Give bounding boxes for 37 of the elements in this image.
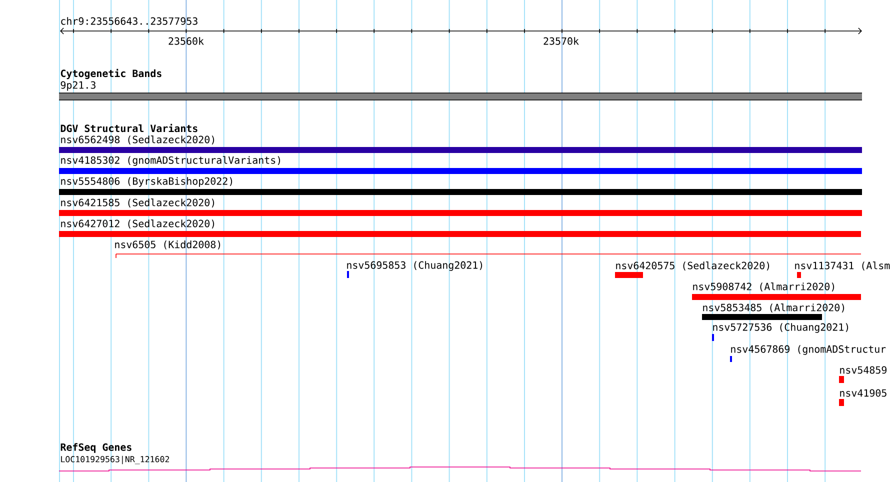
node-label: nsv5908742 (Almarri2020): [693, 282, 834, 292]
node-label: nsv6427012 (Sedlazeck2020): [61, 220, 214, 228]
variant-feature: nsv54859: [839, 366, 886, 383]
node-label: nsv41905: [840, 389, 886, 397]
node-label: nsv54859: [840, 366, 887, 374]
variant-feature: nsv41905: [839, 389, 886, 406]
node-label: nsv6562498 (Sedlazeck2020): [61, 136, 214, 144]
variant-feature: nsv5554806 (ByrskaBishop2022): [59, 177, 862, 195]
node-label: nsv5853485 (Almarri2020): [703, 304, 844, 312]
cytoband: 9p21.3: [58, 81, 862, 100]
variant-feature: nsv6562498 (Sedlazeck2020): [59, 136, 862, 153]
variant-feature: nsv4567869 (gnomADStructur: [730, 345, 886, 362]
node-label: nsv5554806 (ByrskaBishop2022): [61, 177, 232, 187]
node-label: nsv4567869 (gnomADStructur: [731, 345, 886, 355]
variant-feature: nsv6421585 (Sedlazeck2020): [59, 198, 862, 216]
variant-feature: nsv5727536 (Chuang2021): [712, 323, 848, 341]
node-label: nsv5695853 (Chuang2021): [347, 261, 482, 271]
tick-label: 23570k: [544, 37, 579, 45]
node-label: nsv4185302 (gnomADStructuralVariants): [61, 156, 280, 166]
node-label: 9p21.3: [60, 81, 96, 91]
variant-feature: nsv6420575 (Sedlazeck2020): [615, 262, 770, 278]
coordinate-label: chr9:23556643..23577953: [61, 17, 198, 25]
node-label: nsv5727536 (Chuang2021): [713, 323, 848, 333]
variant-feature: nsv6427012 (Sedlazeck2020): [59, 220, 861, 237]
gene-model: LOC101929563|NR_121602: [58, 456, 862, 472]
variant-feature: nsv5908742 (Almarri2020): [692, 282, 861, 300]
track-title: Cytogenetic Bands: [60, 68, 162, 80]
variant-feature: nsv4185302 (gnomADStructuralVariants): [59, 156, 862, 174]
variant-feature: nsv5853485 (Almarri2020): [702, 304, 844, 320]
node-label: nsv1137431 (Alsm: [795, 262, 890, 270]
tick-label: 23560k: [168, 37, 204, 45]
node-label: nsv6421585 (Sedlazeck2020): [61, 198, 214, 208]
variant-feature: nsv1137431 (Alsm: [795, 262, 890, 278]
track-title: DGV Structural Variants: [60, 124, 198, 132]
node-label: nsv6420575 (Sedlazeck2020): [616, 262, 770, 270]
variant-feature: nsv5695853 (Chuang2021): [347, 261, 482, 278]
variant-feature: nsv6505 (Kidd2008): [115, 240, 862, 258]
